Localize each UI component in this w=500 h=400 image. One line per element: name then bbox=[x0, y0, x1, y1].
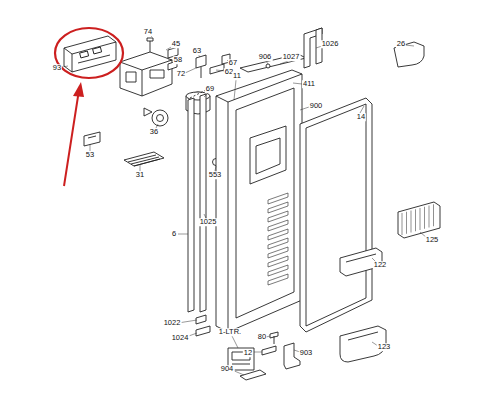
callout-number: 74 bbox=[143, 28, 153, 36]
part-53 bbox=[84, 132, 100, 146]
basket-wire bbox=[429, 206, 430, 228]
callout-number: 1022 bbox=[163, 319, 182, 327]
callout-number: 553 bbox=[208, 171, 223, 179]
callout-number: 80 bbox=[257, 333, 267, 341]
callout-number: 36 bbox=[149, 128, 159, 136]
shelf-slot bbox=[268, 265, 288, 276]
control-housing bbox=[120, 38, 178, 96]
callout-number: 63 bbox=[192, 47, 202, 55]
callout-number: 900 bbox=[309, 102, 324, 110]
line-art bbox=[64, 28, 440, 380]
basket-wires bbox=[402, 204, 434, 235]
callout-number: 1-LTR. bbox=[218, 328, 242, 336]
callout-number: 72 bbox=[176, 70, 186, 78]
callout-number: 31 bbox=[135, 171, 145, 179]
shelf-slot bbox=[268, 238, 288, 249]
basket-wire bbox=[424, 207, 425, 229]
part-903 bbox=[284, 343, 300, 369]
basket-wire bbox=[406, 212, 407, 234]
highlight-arrow-shaft bbox=[64, 90, 79, 186]
part-31 bbox=[124, 152, 164, 166]
callout-number: 1026 bbox=[321, 40, 340, 48]
part-1027 bbox=[240, 54, 306, 72]
callout-number: 906 bbox=[258, 53, 273, 61]
basket-wire bbox=[415, 209, 416, 231]
gasket-14 bbox=[300, 98, 372, 332]
part-63 bbox=[196, 55, 206, 68]
callout-number: 45 bbox=[171, 40, 181, 48]
part-1024 bbox=[196, 326, 210, 336]
part-1026 bbox=[304, 28, 322, 68]
part-6 bbox=[188, 98, 194, 312]
callout-number: 903 bbox=[299, 349, 314, 357]
callout-number: 6 bbox=[171, 230, 177, 238]
part-93 bbox=[64, 36, 116, 72]
shelf-slot bbox=[268, 211, 288, 222]
door-900 bbox=[216, 70, 302, 332]
shelf-slot bbox=[268, 247, 288, 258]
callout-number: 58 bbox=[173, 56, 183, 64]
shelf-slot bbox=[268, 256, 288, 267]
highlight-circle bbox=[55, 28, 123, 78]
callout-number: 1024 bbox=[171, 334, 190, 342]
callout-number: 26 bbox=[396, 40, 406, 48]
leader-lines bbox=[62, 35, 427, 375]
shelf-slot bbox=[268, 274, 288, 285]
callout-number: 14 bbox=[356, 113, 366, 121]
callout-number: 11 bbox=[232, 72, 242, 80]
part-12 bbox=[262, 346, 276, 355]
highlight bbox=[55, 28, 123, 186]
basket-125 bbox=[398, 202, 440, 238]
callout-number: 53 bbox=[85, 151, 95, 159]
callout-number: 12 bbox=[243, 349, 253, 357]
callout-number: 125 bbox=[425, 236, 440, 244]
callout-number: 122 bbox=[373, 261, 388, 269]
part-62 bbox=[210, 64, 224, 74]
basket-wire bbox=[411, 211, 412, 233]
callout-number: 93 bbox=[52, 64, 62, 72]
callout-number: 123 bbox=[377, 343, 392, 351]
callout-number: 1027 bbox=[282, 53, 301, 61]
callout-number: 69 bbox=[205, 85, 215, 93]
part-906 bbox=[266, 64, 270, 68]
basket-wire bbox=[420, 208, 421, 230]
shelf-slot bbox=[268, 229, 288, 240]
part-1022 bbox=[196, 315, 206, 324]
basket-wire bbox=[433, 204, 434, 226]
part-80 bbox=[270, 332, 278, 344]
part-63-pin bbox=[201, 67, 202, 78]
part-36 bbox=[144, 108, 168, 126]
door-shelf-rows bbox=[268, 193, 288, 285]
shelf-slot bbox=[268, 202, 288, 213]
highlight-arrow-head bbox=[73, 82, 84, 97]
basket-wire bbox=[402, 213, 403, 235]
callout-number: 904 bbox=[220, 365, 235, 373]
part-1025 bbox=[200, 94, 206, 312]
shelf-slot bbox=[268, 193, 288, 204]
shelf-slot bbox=[268, 220, 288, 231]
callout-number: 411 bbox=[302, 80, 316, 88]
callout-number: 67 bbox=[228, 59, 238, 67]
callout-number: 1025 bbox=[199, 218, 218, 226]
